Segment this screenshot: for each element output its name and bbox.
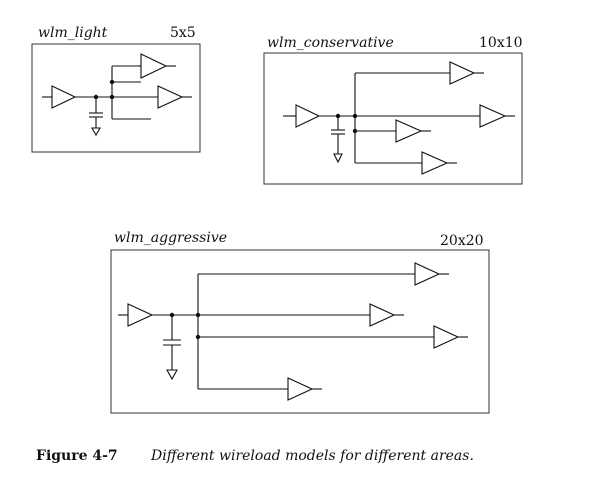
wlm-aggressive-size: 20x20: [440, 233, 484, 249]
wlm-aggressive-diagram: wlm_aggressive 20x20: [110, 230, 490, 414]
wlm-aggressive-load-buffer-1: [414, 262, 441, 286]
wlm-conservative-diagram: wlm_conservative 10x10: [263, 35, 523, 185]
wlm-conservative-size: 10x10: [479, 35, 523, 51]
wlm-light-size: 5x5: [170, 25, 196, 41]
wlm-light-load-buffer-2: [157, 85, 184, 109]
wlm-conservative-load-buffer-2: [479, 104, 507, 128]
wlm-conservative-load-buffer-1: [449, 61, 476, 85]
wlm-aggressive-ground-symbol: [166, 369, 178, 381]
figure-caption: Figure 4-7 Different wireload models for…: [36, 448, 474, 464]
wlm-aggressive-load-buffer-3: [433, 325, 460, 349]
wlm-conservative-title: wlm_conservative: [267, 35, 394, 51]
wlm-light-diagram: wlm_light 5x5: [31, 25, 201, 153]
wlm-conservative-boundary: [263, 52, 523, 185]
wlm-conservative-ground-symbol: [333, 153, 343, 164]
wlm-light-load-buffer-1: [140, 53, 168, 79]
wlm-light-driver-buffer: [51, 85, 77, 109]
wlm-conservative-load-buffer-3: [395, 119, 423, 143]
wlm-aggressive-load-buffer-4: [287, 377, 314, 401]
wlm-light-boundary: [31, 43, 201, 153]
caption-text: Different wireload models for different …: [150, 448, 474, 464]
wlm-aggressive-title: wlm_aggressive: [114, 230, 227, 246]
wlm-aggressive-driver-buffer: [127, 303, 154, 327]
wlm-light-ground-symbol: [91, 127, 101, 137]
wlm-light-title: wlm_light: [38, 25, 108, 41]
wlm-conservative-load-buffer-4: [421, 151, 449, 175]
wlm-aggressive-load-buffer-2: [369, 303, 396, 327]
wlm-aggressive-boundary: [110, 249, 490, 414]
wlm-conservative-driver-buffer: [295, 104, 321, 128]
caption-number: Figure 4-7: [36, 448, 118, 464]
